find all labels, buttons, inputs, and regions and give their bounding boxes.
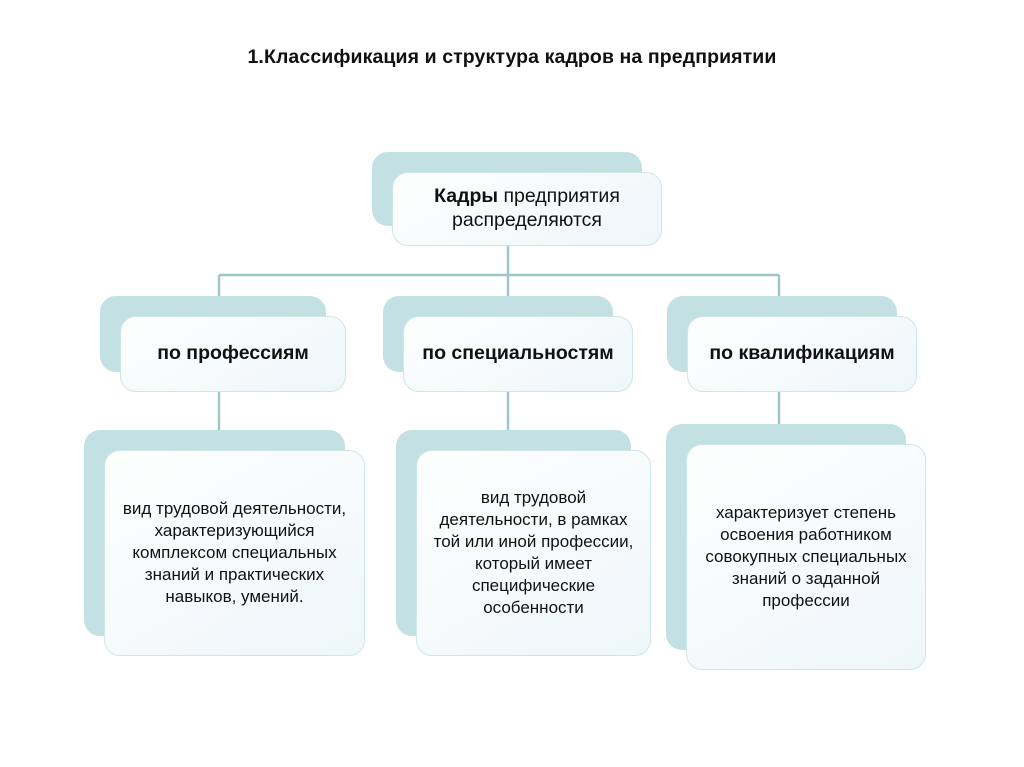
node-branch-2-heading-card[interactable]: по специальностям [403, 316, 633, 392]
node-branch-1-heading-label: по профессиям [157, 342, 309, 365]
page-title: 1.Классификация и структура кадров на пр… [247, 46, 777, 68]
node-root[interactable]: Кадры предприятия распределяются [372, 152, 662, 246]
node-branch-2-detail-card[interactable]: вид трудовой деятельности, в рамках той … [416, 450, 651, 656]
node-branch-2-detail-text: вид трудовой деятельности, в рамках той … [433, 487, 634, 618]
node-root-label-strong: Кадры [434, 185, 499, 208]
node-branch-1-detail-card[interactable]: вид трудовой деятельности, характеризующ… [104, 450, 365, 656]
node-branch-1-heading-card[interactable]: по профессиям [120, 316, 346, 392]
node-branch-1-detail[interactable]: вид трудовой деятельности, характеризующ… [84, 430, 365, 656]
node-branch-3-detail[interactable]: характеризует степень освоения работнико… [666, 424, 926, 670]
node-root-label-rest: предприятия распределяются [452, 185, 620, 231]
node-root-card[interactable]: Кадры предприятия распределяются [392, 172, 662, 246]
node-branch-2-heading[interactable]: по специальностям [383, 296, 633, 392]
node-root-label: Кадры предприятия распределяются [403, 185, 651, 233]
node-branch-2-heading-label: по специальностям [422, 342, 614, 365]
node-branch-1-detail-text: вид трудовой деятельности, характеризующ… [122, 498, 347, 607]
node-branch-3-detail-text: характеризует степень освоения работнико… [705, 502, 907, 611]
node-branch-2-detail[interactable]: вид трудовой деятельности, в рамках той … [396, 430, 651, 656]
node-branch-3-heading-label: по квалификациям [709, 342, 895, 365]
node-branch-1-heading[interactable]: по профессиям [100, 296, 346, 392]
node-branch-3-heading-card[interactable]: по квалификациям [687, 316, 917, 392]
node-branch-3-heading[interactable]: по квалификациям [667, 296, 917, 392]
node-branch-3-detail-card[interactable]: характеризует степень освоения работнико… [686, 444, 926, 670]
